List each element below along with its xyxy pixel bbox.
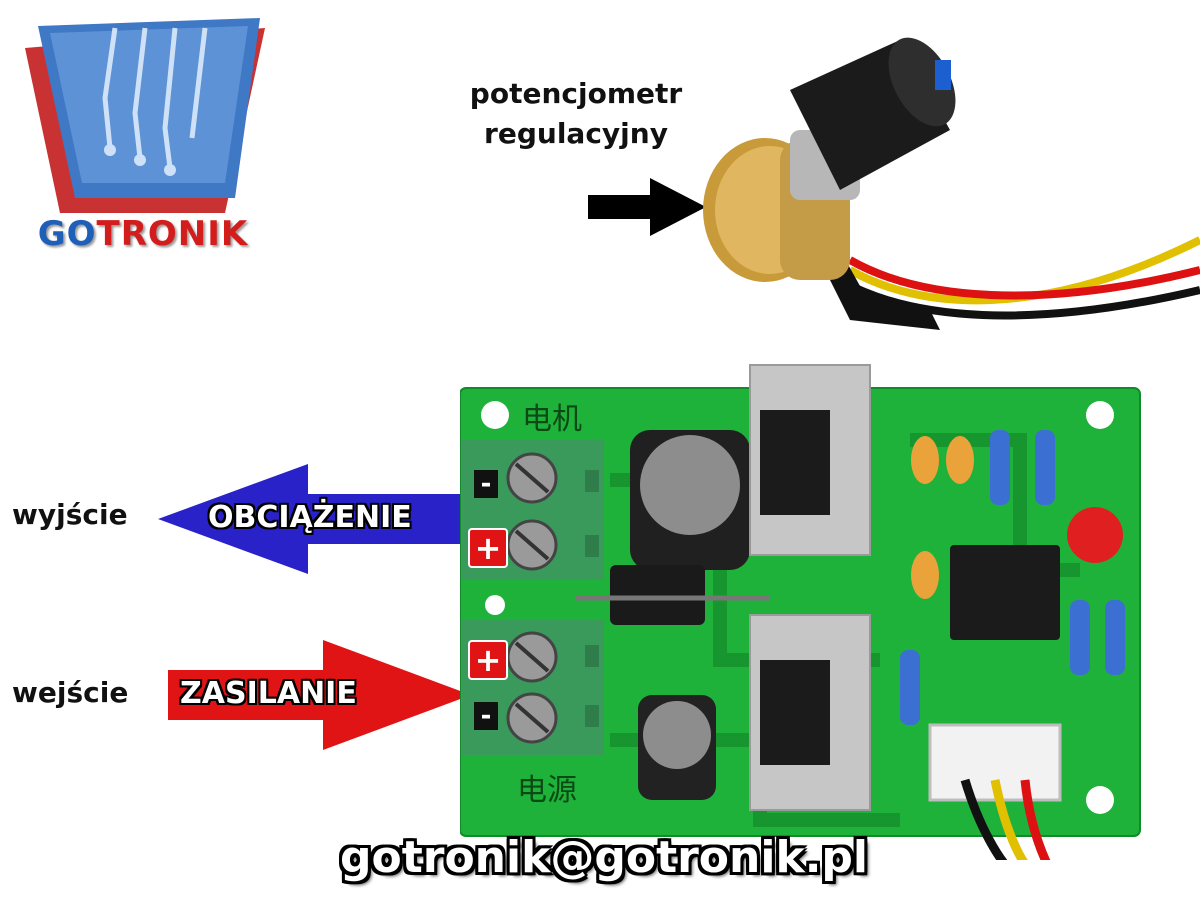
- gotronik-logo-graphic: [25, 18, 265, 213]
- output-side-label: wyjście: [12, 498, 128, 531]
- pcb-board-image: [460, 364, 1141, 860]
- input-minus-marker: -: [474, 702, 498, 730]
- output-arrow-label: OBCIĄŻENIE: [208, 500, 412, 535]
- input-plus-marker: +: [468, 640, 508, 680]
- silkscreen-power-label: 电源: [517, 773, 577, 808]
- output-arrow-icon: [158, 464, 461, 574]
- logo-wordmark: GOTRONIK: [37, 214, 249, 254]
- input-arrow-label: ZASILANIE: [180, 676, 357, 711]
- potentiometer-label: potencjometr regulacyjny: [469, 77, 683, 150]
- potentiometer-image: [703, 37, 1200, 330]
- output-plus-marker: +: [468, 528, 508, 568]
- contact-email: gotronik@gotronik.pl: [340, 832, 868, 883]
- input-arrow-icon: [168, 640, 471, 750]
- black-arrow-icon: [588, 178, 706, 236]
- silkscreen-motor-label: 电机: [522, 402, 582, 437]
- output-minus-marker: -: [474, 470, 498, 498]
- input-side-label: wejście: [12, 676, 129, 709]
